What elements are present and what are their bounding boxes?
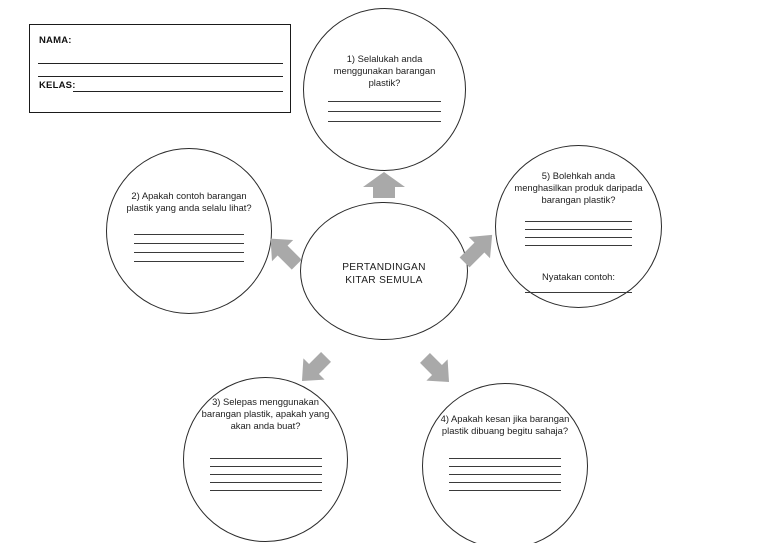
question-5-sub-answer-lines	[496, 292, 661, 293]
answer-line[interactable]	[134, 234, 244, 235]
question-circle-4: 4) Apakah kesan jika barangan plastik di…	[422, 383, 588, 543]
question-5-answer-lines	[496, 221, 661, 246]
answer-line[interactable]	[209, 466, 322, 467]
question-circle-5: 5) Bolehkah anda menghasilkan produk dar…	[495, 145, 662, 308]
answer-line[interactable]	[449, 490, 561, 491]
answer-line[interactable]	[328, 101, 441, 102]
answer-line[interactable]	[134, 243, 244, 244]
arrow-up-right-icon	[459, 228, 495, 270]
class-label: KELAS:	[39, 80, 76, 91]
name-write-line-1[interactable]	[38, 63, 283, 64]
question-4-answer-lines	[423, 458, 587, 491]
answer-line[interactable]	[525, 229, 632, 230]
question-3-answer-lines	[184, 458, 347, 491]
question-2-answer-lines	[107, 234, 271, 262]
question-1-answer-lines	[304, 101, 465, 122]
answer-line[interactable]	[525, 221, 632, 222]
question-5-text: 5) Bolehkah anda menghasilkan produk dar…	[514, 170, 643, 206]
question-4-text: 4) Apakah kesan jika barangan plastik di…	[440, 413, 570, 437]
center-topic-circle: PERTANDINGAN KITAR SEMULA	[300, 202, 468, 340]
answer-line[interactable]	[209, 458, 322, 459]
arrow-up-icon	[362, 171, 406, 199]
name-label: NAMA:	[39, 35, 72, 46]
answer-line[interactable]	[328, 121, 441, 122]
answer-line[interactable]	[209, 474, 322, 475]
name-write-line-2[interactable]	[38, 76, 283, 77]
question-1-text: 1) Selalukah anda menggunakan barangan p…	[333, 53, 436, 89]
student-info-box: NAMA: KELAS:	[29, 24, 291, 113]
answer-line[interactable]	[525, 237, 632, 238]
question-circle-1: 1) Selalukah anda menggunakan barangan p…	[303, 8, 466, 171]
answer-line[interactable]	[525, 245, 632, 246]
center-topic-line-1: PERTANDINGAN	[342, 262, 426, 273]
center-topic-line-2: KITAR SEMULA	[345, 275, 423, 286]
question-3-text: 3) Selepas menggunakan barangan plastik,…	[201, 396, 330, 432]
question-5-sub-note: Nyatakan contoh:	[542, 271, 615, 282]
answer-line[interactable]	[449, 482, 561, 483]
answer-line[interactable]	[134, 261, 244, 262]
arrow-down-right-icon	[418, 351, 456, 389]
question-2-text: 2) Apakah contoh barangan plastik yang a…	[126, 190, 252, 214]
center-topic-text: PERTANDINGAN KITAR SEMULA	[301, 261, 467, 287]
answer-line[interactable]	[449, 458, 561, 459]
arrow-down-left-icon	[296, 350, 332, 388]
question-circle-2: 2) Apakah contoh barangan plastik yang a…	[106, 148, 272, 314]
answer-line[interactable]	[449, 466, 561, 467]
answer-line[interactable]	[209, 482, 322, 483]
answer-line[interactable]	[449, 474, 561, 475]
class-write-line-1[interactable]	[73, 91, 283, 92]
answer-line[interactable]	[134, 252, 244, 253]
arrow-up-left-icon	[268, 232, 302, 272]
question-circle-3: 3) Selepas menggunakan barangan plastik,…	[183, 377, 348, 542]
answer-line[interactable]	[328, 111, 441, 112]
answer-line[interactable]	[209, 490, 322, 491]
answer-line[interactable]	[525, 292, 632, 293]
